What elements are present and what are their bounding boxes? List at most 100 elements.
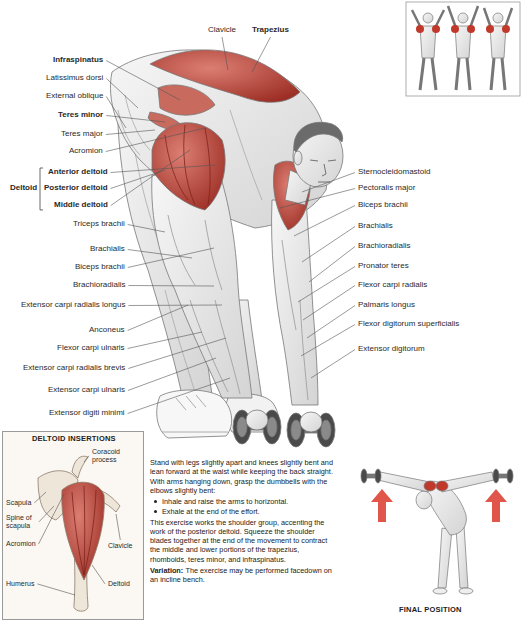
deltoid-inset-part	[72, 456, 88, 478]
bracket	[40, 168, 43, 210]
leader-line	[106, 97, 126, 129]
leader-line	[128, 332, 202, 349]
muscle-label: Flexor carpi ulnaris	[57, 344, 125, 353]
main-figure-part	[291, 420, 301, 440]
bone-label: Clavicle	[108, 542, 133, 550]
main-figure	[110, 50, 343, 447]
muscle-label: Anconeus	[89, 326, 125, 335]
instruction-text: Variation:	[150, 566, 183, 575]
main-figure-part	[168, 215, 240, 394]
leader-line	[129, 305, 223, 307]
main-figure-part	[272, 200, 318, 405]
muscle-label: Anterior deltoid	[48, 168, 108, 177]
thumbnail-figures-part-part	[491, 58, 505, 90]
bullet-dot	[154, 510, 157, 513]
box-heading: DELTOID INSERTIONS	[32, 435, 116, 443]
thumbnail-figures-part-part	[456, 58, 470, 90]
main-figure-part	[267, 417, 277, 437]
final-position-figure-part	[440, 472, 494, 492]
thumbnail-figures-part-part	[448, 6, 478, 28]
thumbnail-figures	[406, 2, 520, 96]
leader-line	[39, 494, 64, 544]
leader-line	[311, 350, 355, 379]
leader-line	[307, 306, 355, 339]
muscle-label: Pronator teres	[358, 262, 409, 271]
leader-line	[116, 514, 120, 540]
leader-line	[84, 456, 89, 462]
thumbnail-figures-part-part	[423, 13, 433, 23]
muscle-label: Pectoralis major	[358, 184, 415, 193]
final-position-figure-part	[424, 481, 466, 535]
thumbnail-figures-part	[406, 2, 520, 96]
muscle-label: Extensor carpi ulnaris	[48, 386, 125, 395]
leader-line	[309, 247, 355, 283]
thumbnail-figures-part-part	[432, 25, 440, 33]
instruction-text: Inhale and raise the arms to horizontal.	[162, 497, 288, 506]
thumbnail-figures-part-part	[467, 25, 475, 33]
thumbnail-figures-part-part	[502, 25, 510, 33]
final-position-figure-part	[485, 489, 507, 522]
final-position-figure-part	[456, 526, 468, 588]
leader-line	[222, 37, 228, 70]
leader-line	[128, 248, 214, 268]
main-figure-part	[321, 420, 331, 440]
leader-line	[301, 325, 355, 357]
thumbnail-figures-part-part	[412, 10, 444, 28]
final-position-figure-part	[438, 528, 452, 588]
final-position-figure-part	[361, 469, 367, 483]
leader-line	[111, 150, 190, 206]
muscle-label: Brachialis	[358, 222, 393, 231]
leader-line	[92, 565, 105, 584]
muscle-label: Extensor carpi radialis longus	[21, 301, 126, 310]
muscle-label: Biceps brachii	[358, 201, 408, 210]
muscle-label: Clavicle	[208, 26, 236, 35]
main-figure-part	[152, 123, 225, 210]
instruction-paragraph: This exercise works the shoulder group, …	[150, 518, 334, 564]
muscle-label: Flexor digitorum superficialis	[358, 320, 459, 329]
thumbnail-figures-part-part	[420, 58, 436, 90]
final-position-figure-part	[424, 481, 436, 491]
muscle-label: Triceps brachii	[73, 220, 125, 229]
muscle-label: Palmaris longus	[358, 301, 415, 310]
muscle-label: Extensor digitorum	[358, 345, 425, 354]
leader-line	[302, 227, 355, 263]
final-position-figure-part	[378, 472, 430, 492]
muscle-label: Brachioradialis	[73, 281, 125, 290]
bullet-row: Exhale at the end of the effort.	[154, 507, 334, 516]
thumbnail-figures-part-part	[493, 13, 503, 23]
muscle-label: Flexor carpi radialis	[358, 281, 427, 290]
box-heading: FINAL POSITION	[399, 606, 462, 614]
instruction-text: Stand with legs slightly apart and knees…	[150, 458, 333, 495]
final-position-box: FINAL POSITION	[340, 443, 520, 620]
main-figure-part	[157, 390, 232, 438]
thumbnail-figures-part-part	[458, 13, 468, 23]
muscle-label: Trapezius	[252, 26, 289, 35]
main-figure-part	[162, 395, 228, 432]
muscle-label: External oblique	[46, 92, 103, 101]
thumbnail-figures-part	[412, 6, 512, 90]
muscle-label: Extensor carpi radialis brevis	[23, 364, 125, 373]
main-figure-part	[237, 417, 247, 437]
final-position-figure-part	[493, 469, 499, 483]
instruction-text: Exhale at the end of the effort.	[162, 507, 260, 516]
leader-line	[128, 225, 165, 233]
instructions-text: Stand with legs slightly apart and knees…	[150, 458, 334, 586]
muscle-label: Middle deltoid	[54, 201, 108, 210]
thumbnail-figures-part	[416, 25, 510, 33]
muscle-label: Biceps brachii	[75, 263, 125, 272]
main-figure-part	[294, 122, 343, 152]
muscle-label: Brachialis	[90, 245, 125, 254]
leader-line	[106, 61, 180, 101]
leader-line	[39, 506, 54, 522]
final-position-figure-part	[436, 481, 448, 491]
leader-line	[106, 116, 165, 123]
thumbnail-figures-part-part	[416, 25, 424, 33]
bone-label: Coracoid process	[92, 448, 136, 464]
leader-line	[298, 267, 355, 303]
main-figure-part	[282, 240, 308, 400]
instruction-paragraph: Stand with legs slightly apart and knees…	[150, 458, 334, 495]
thumbnail-figures-part-part	[484, 8, 512, 28]
muscle-label: Teres major	[61, 130, 103, 139]
leader-line	[106, 130, 155, 135]
